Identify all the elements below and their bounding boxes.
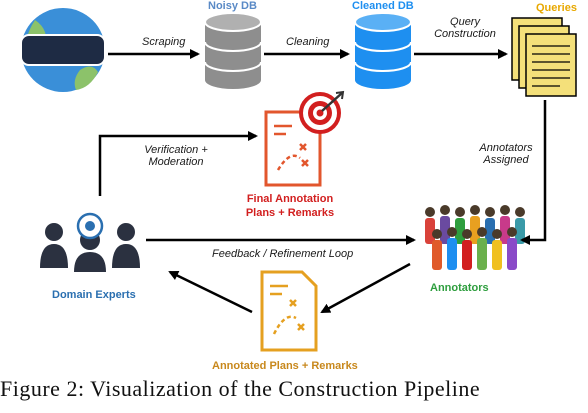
annotators-label: Annotators (430, 282, 489, 294)
scraping-label: Scraping (142, 36, 186, 48)
verification-label: Verification + Moderation (144, 144, 208, 168)
figure-caption: Figure 2: Visualization of the Construct… (0, 376, 481, 401)
query-construction-label: Query Construction (434, 16, 496, 40)
annotators-assigned-label: Annotators Assigned (479, 142, 533, 166)
annotators-crowd-icon (425, 205, 525, 270)
cleaning-label: Cleaning (286, 36, 330, 48)
feedback-loop-label: Feedback / Refinement Loop (212, 248, 354, 260)
target-icon (299, 90, 345, 134)
domain-experts-label: Domain Experts (52, 289, 136, 301)
noisy-db-label: Noisy DB (208, 0, 257, 12)
edge-annotators-assigned (520, 100, 547, 245)
final-plans-label: Final Annotation Plans + Remarks (245, 193, 335, 219)
edge-annotators-to-plans (320, 262, 411, 314)
noisy-db-icon (204, 12, 262, 89)
annotated-plan-icon (260, 270, 318, 352)
queries-documents-icon (511, 17, 577, 97)
cleaned-db-icon (354, 12, 412, 89)
queries-label: Queries (536, 2, 577, 14)
edge-verification (98, 131, 258, 196)
cleaned-db-label: Cleaned DB (352, 0, 414, 12)
annotated-plans-label: Annotated Plans + Remarks (212, 360, 358, 372)
domain-experts-icon (40, 212, 140, 272)
www-globe-icon (20, 8, 106, 92)
edge-plans-to-experts (168, 270, 253, 314)
